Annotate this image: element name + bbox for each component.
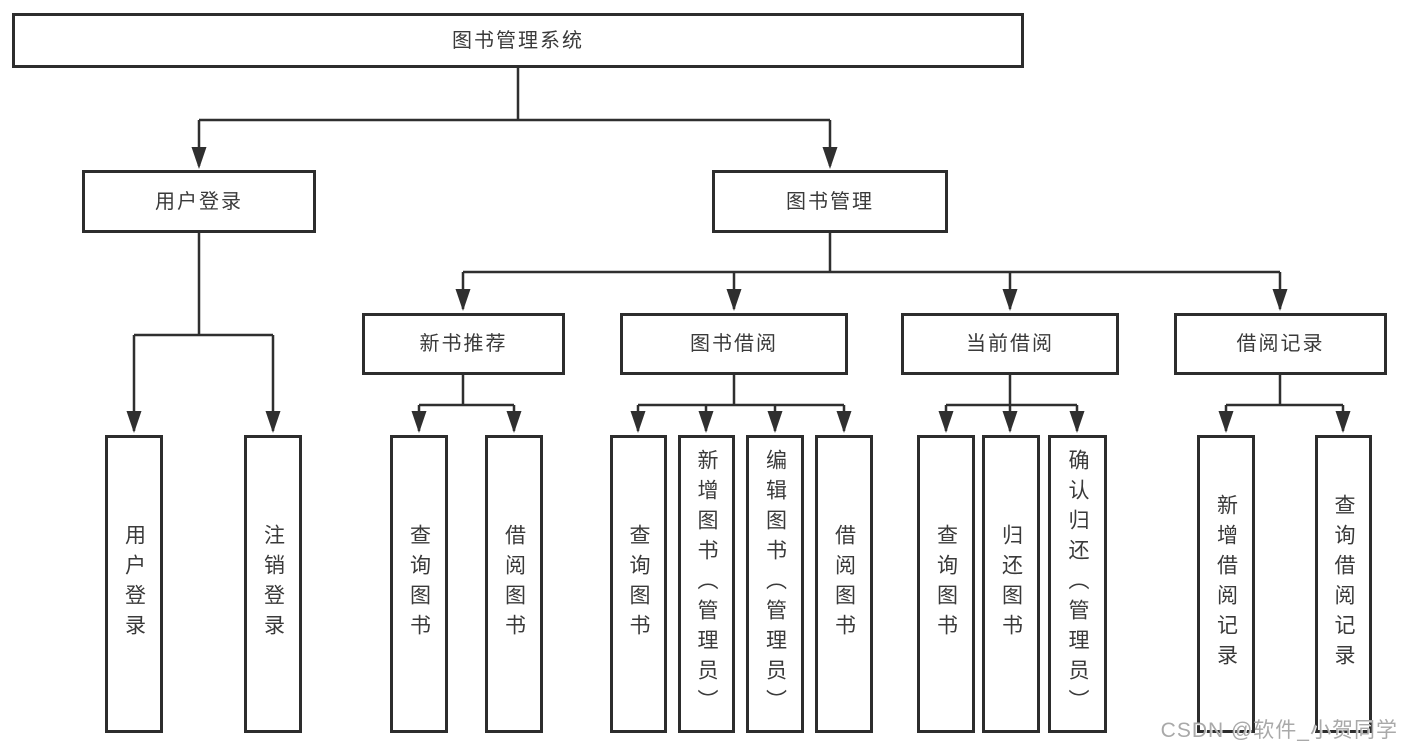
arrowhead-icon <box>506 411 522 433</box>
node-label: 用户登录 <box>122 524 146 644</box>
arrowhead-icon <box>1272 289 1288 311</box>
node-label: 编辑图书（管理员） <box>763 449 787 719</box>
node-leaf-borrow-books-1: 借阅图书 <box>485 435 543 733</box>
node-borrowing-records: 借阅记录 <box>1174 313 1387 375</box>
node-leaf-return-books: 归还图书 <box>982 435 1040 733</box>
arrowhead-icon <box>1002 289 1018 311</box>
arrowhead-icon <box>938 411 954 433</box>
node-system-root: 图书管理系统 <box>12 13 1024 68</box>
node-label: 查询图书 <box>627 524 650 644</box>
arrowhead-icon <box>726 289 742 311</box>
node-current-borrowing: 当前借阅 <box>901 313 1119 375</box>
connector-new-book-rec-to-leaves <box>417 375 516 431</box>
node-book-borrowing: 图书借阅 <box>620 313 848 375</box>
arrowhead-icon <box>767 411 783 433</box>
node-label: 新增借阅记录 <box>1214 494 1238 674</box>
arrowhead-icon <box>455 289 471 311</box>
connector-borrow-records-to-leaves <box>1224 375 1345 431</box>
node-leaf-edit-books-admin: 编辑图书（管理员） <box>746 435 804 733</box>
arrowhead-icon <box>191 147 207 169</box>
arrowhead-icon <box>822 147 838 169</box>
node-leaf-borrow-books-2: 借阅图书 <box>815 435 873 733</box>
arrowhead-icon <box>265 411 281 433</box>
node-new-book-recommendation: 新书推荐 <box>362 313 565 375</box>
arrowhead-icon <box>1218 411 1234 433</box>
node-label: 图书借阅 <box>690 333 778 355</box>
arrowhead-icon <box>836 411 852 433</box>
node-leaf-query-borrow-record: 查询借阅记录 <box>1315 435 1372 733</box>
node-leaf-query-books-1: 查询图书 <box>390 435 448 733</box>
node-leaf-add-borrow-record: 新增借阅记录 <box>1197 435 1255 733</box>
connector-root-to-level2 <box>197 68 832 166</box>
node-leaf-logout: 注销登录 <box>244 435 302 733</box>
arrowhead-icon <box>1069 411 1085 433</box>
node-label: 借阅记录 <box>1236 333 1325 355</box>
arrowhead-icon <box>1002 411 1018 433</box>
node-label: 新增图书（管理员） <box>695 449 718 719</box>
watermark: CSDN @软件_小贺同学 <box>1160 719 1398 742</box>
connector-user-login-to-leaves <box>132 233 275 431</box>
arrowhead-icon <box>411 411 427 433</box>
node-leaf-add-books-admin: 新增图书（管理员） <box>678 435 735 733</box>
node-book-management: 图书管理 <box>712 170 948 233</box>
arrowhead-icon <box>126 411 142 433</box>
node-label: 当前借阅 <box>966 333 1054 355</box>
node-label: 新书推荐 <box>419 333 508 355</box>
node-label: 查询借阅记录 <box>1332 494 1355 674</box>
node-label: 图书管理 <box>786 190 874 213</box>
node-label: 借阅图书 <box>502 524 526 644</box>
node-label: 图书管理系统 <box>452 29 584 52</box>
arrowhead-icon <box>698 411 714 433</box>
node-leaf-query-books-2: 查询图书 <box>610 435 667 733</box>
node-label: 归还图书 <box>999 524 1023 644</box>
node-label: 注销登录 <box>261 524 285 644</box>
connector-book-borrow-to-leaves <box>636 375 846 431</box>
node-label: 借阅图书 <box>832 524 856 644</box>
arrowheads <box>126 147 1351 433</box>
node-label: 确认归还（管理员） <box>1066 449 1089 719</box>
node-user-login-branch: 用户登录 <box>82 170 316 233</box>
node-leaf-query-books-3: 查询图书 <box>917 435 975 733</box>
node-label: 查询图书 <box>407 524 431 644</box>
node-leaf-user-login: 用户登录 <box>105 435 163 733</box>
connector-book-mgmt-to-level3 <box>461 233 1282 309</box>
arrowhead-icon <box>1335 411 1351 433</box>
node-label: 查询图书 <box>934 524 958 644</box>
arrowhead-icon <box>630 411 646 433</box>
node-label: 用户登录 <box>155 190 243 213</box>
node-leaf-confirm-return-admin: 确认归还（管理员） <box>1048 435 1107 733</box>
